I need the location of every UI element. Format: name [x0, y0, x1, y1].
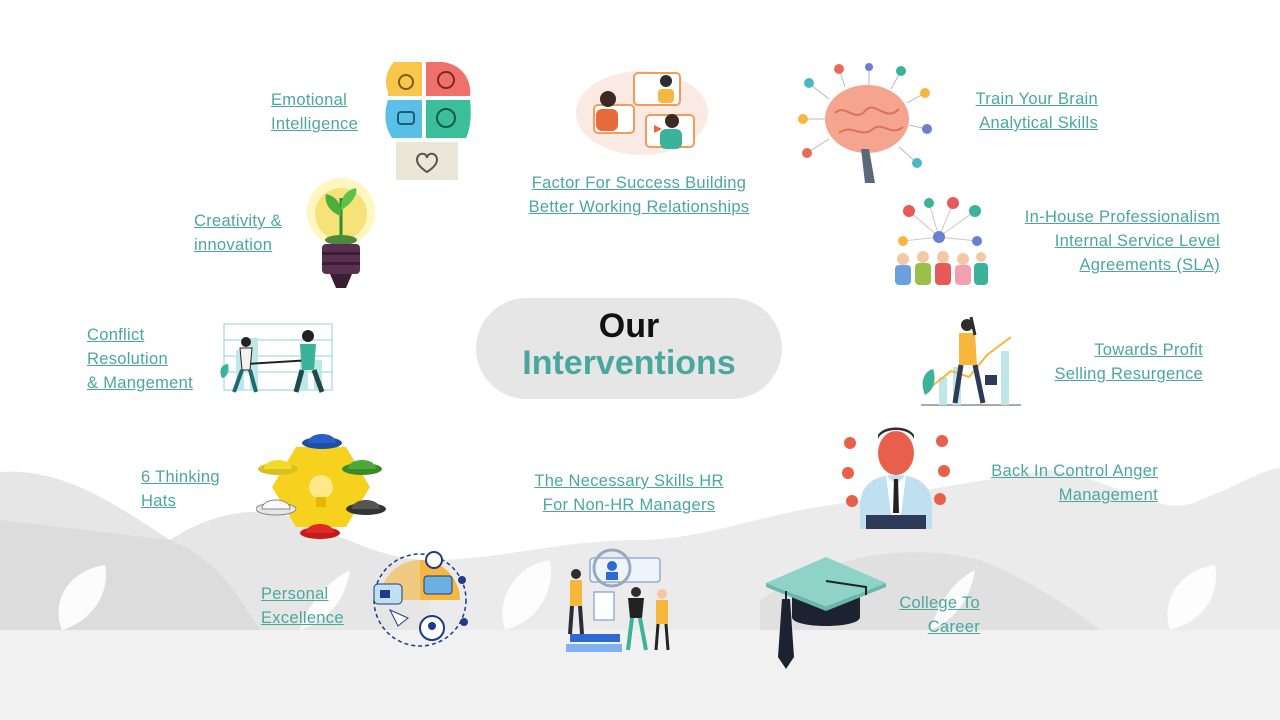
link-train-your-brain[interactable]: Train Your Brain Analytical Skills — [940, 87, 1098, 135]
link-hr-skills[interactable]: The Necessary Skills HR For Non-HR Manag… — [520, 469, 738, 517]
link-text: Internal Service Level — [1054, 232, 1220, 250]
hr-search-icon — [566, 548, 670, 652]
link-text: 6 Thinking — [141, 468, 220, 486]
link-text: Management — [1058, 486, 1158, 504]
sales-growth-icon — [921, 316, 1021, 406]
link-text: Better Working Relationships — [528, 198, 750, 216]
graduation-cap-icon — [766, 557, 886, 669]
title-line1: Our — [598, 307, 660, 345]
video-meeting-icon — [576, 71, 708, 155]
title-line2: Interventions — [522, 344, 736, 382]
link-text: Back In Control Anger — [991, 462, 1158, 480]
link-text: Excellence — [261, 609, 344, 627]
link-in-house-professionalism[interactable]: In-House Professionalism Internal Servic… — [990, 205, 1220, 277]
link-text: innovation — [194, 236, 273, 254]
link-text: Career — [927, 618, 980, 636]
tug-of-war-icon — [220, 323, 333, 393]
link-text: For Non-HR Managers — [542, 496, 716, 514]
link-text: Intelligence — [271, 115, 359, 133]
link-text: Train Your Brain — [975, 90, 1098, 108]
link-personal-excellence[interactable]: Personal Excellence — [261, 582, 344, 630]
lightbulb-plant-icon — [307, 178, 375, 288]
link-conflict-resolution[interactable]: Conflict Resolution & Mangement — [87, 323, 193, 395]
link-text: Factor For Success Building — [531, 174, 747, 192]
link-factor-for-success[interactable]: Factor For Success Building Better Worki… — [508, 171, 770, 219]
personal-excellence-icon — [373, 551, 468, 647]
angry-manager-icon — [842, 427, 950, 529]
team-network-icon — [895, 197, 988, 285]
link-text: Creativity & — [194, 212, 282, 230]
head-puzzle-icon — [385, 62, 471, 180]
link-text: College To — [899, 594, 980, 612]
link-six-thinking-hats[interactable]: 6 Thinking Hats — [141, 465, 220, 513]
link-text: & Mangement — [87, 374, 194, 392]
link-text: Emotional — [271, 91, 348, 109]
thinking-hats-icon — [256, 434, 386, 539]
link-college-to-career[interactable]: College To Career — [880, 591, 980, 639]
link-text: Agreements (SLA) — [1079, 256, 1220, 274]
link-text: Hats — [141, 492, 177, 510]
link-text: In-House Professionalism — [1024, 208, 1220, 226]
link-text: Resolution — [87, 350, 168, 368]
link-emotional-intelligence[interactable]: Emotional Intelligence — [271, 88, 358, 136]
link-anger-management[interactable]: Back In Control Anger Management — [970, 459, 1158, 507]
link-text: The Necessary Skills HR — [534, 472, 724, 490]
brain-network-icon — [798, 63, 932, 183]
link-text: Conflict — [87, 326, 145, 344]
title-pill: Our Interventions — [476, 298, 782, 399]
link-text: Towards Profit — [1094, 341, 1203, 359]
link-text: Personal — [261, 585, 329, 603]
link-text: Analytical Skills — [979, 114, 1098, 132]
link-text: Selling Resurgence — [1054, 365, 1203, 383]
link-creativity-innovation[interactable]: Creativity & innovation — [194, 209, 282, 257]
link-towards-profit[interactable]: Towards Profit Selling Resurgence — [1030, 338, 1203, 386]
